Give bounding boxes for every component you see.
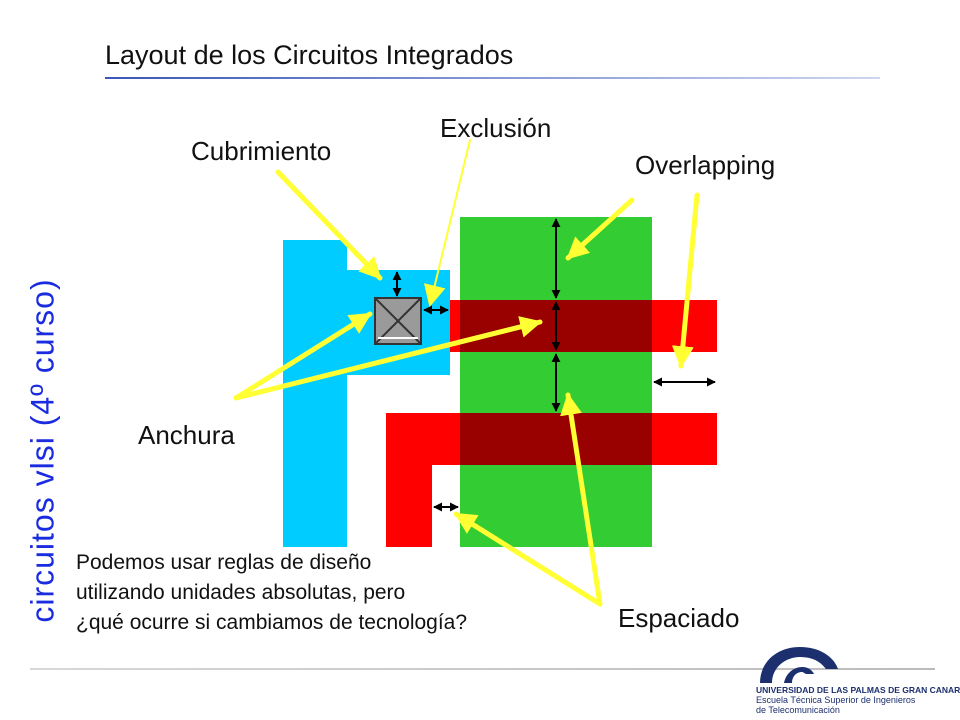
label-anchura: Anchura — [138, 420, 235, 450]
arrow-overlapping-1 — [565, 197, 635, 261]
arrow-exclusion — [423, 139, 471, 308]
arrow-espaciado-1 — [560, 392, 603, 607]
arrow-espaciado-2 — [453, 511, 603, 607]
university-logo-icon — [760, 647, 838, 683]
label-overlapping: Overlapping — [635, 150, 776, 180]
question-line-3: ¿qué ocurre si cambiamos de tecnología? — [76, 611, 468, 634]
transistor-lower — [460, 413, 652, 465]
title-underline — [105, 77, 880, 79]
university-line-3: de Telecomunicación — [756, 705, 840, 715]
design-rules-question: Podemos usar reglas de diseño utilizando… — [76, 548, 467, 638]
contact-cut — [374, 297, 422, 345]
university-line-1: UNIVERSIDAD DE LAS PALMAS DE GRAN CANARI… — [756, 685, 960, 695]
slide-title: Layout de los Circuitos Integrados — [105, 40, 514, 70]
label-espaciado: Espaciado — [618, 603, 740, 633]
university-line-2: Escuela Técnica Superior de Ingenieros — [756, 695, 916, 705]
university-name: UNIVERSIDAD DE LAS PALMAS DE GRAN CANARI… — [756, 685, 960, 715]
question-line-2: utilizando unidades absolutas, pero — [76, 581, 406, 604]
arrow-overlapping-2 — [671, 192, 700, 369]
label-exclusion: Exclusión — [440, 113, 552, 143]
label-cubrimiento: Cubrimiento — [191, 136, 332, 166]
arrow-cubrimiento — [275, 169, 383, 281]
arrow-anchura-2 — [233, 316, 543, 401]
footer-divider — [30, 668, 935, 670]
arrow-anchura-1 — [233, 311, 373, 401]
question-line-1: Podemos usar reglas de diseño — [76, 551, 372, 574]
